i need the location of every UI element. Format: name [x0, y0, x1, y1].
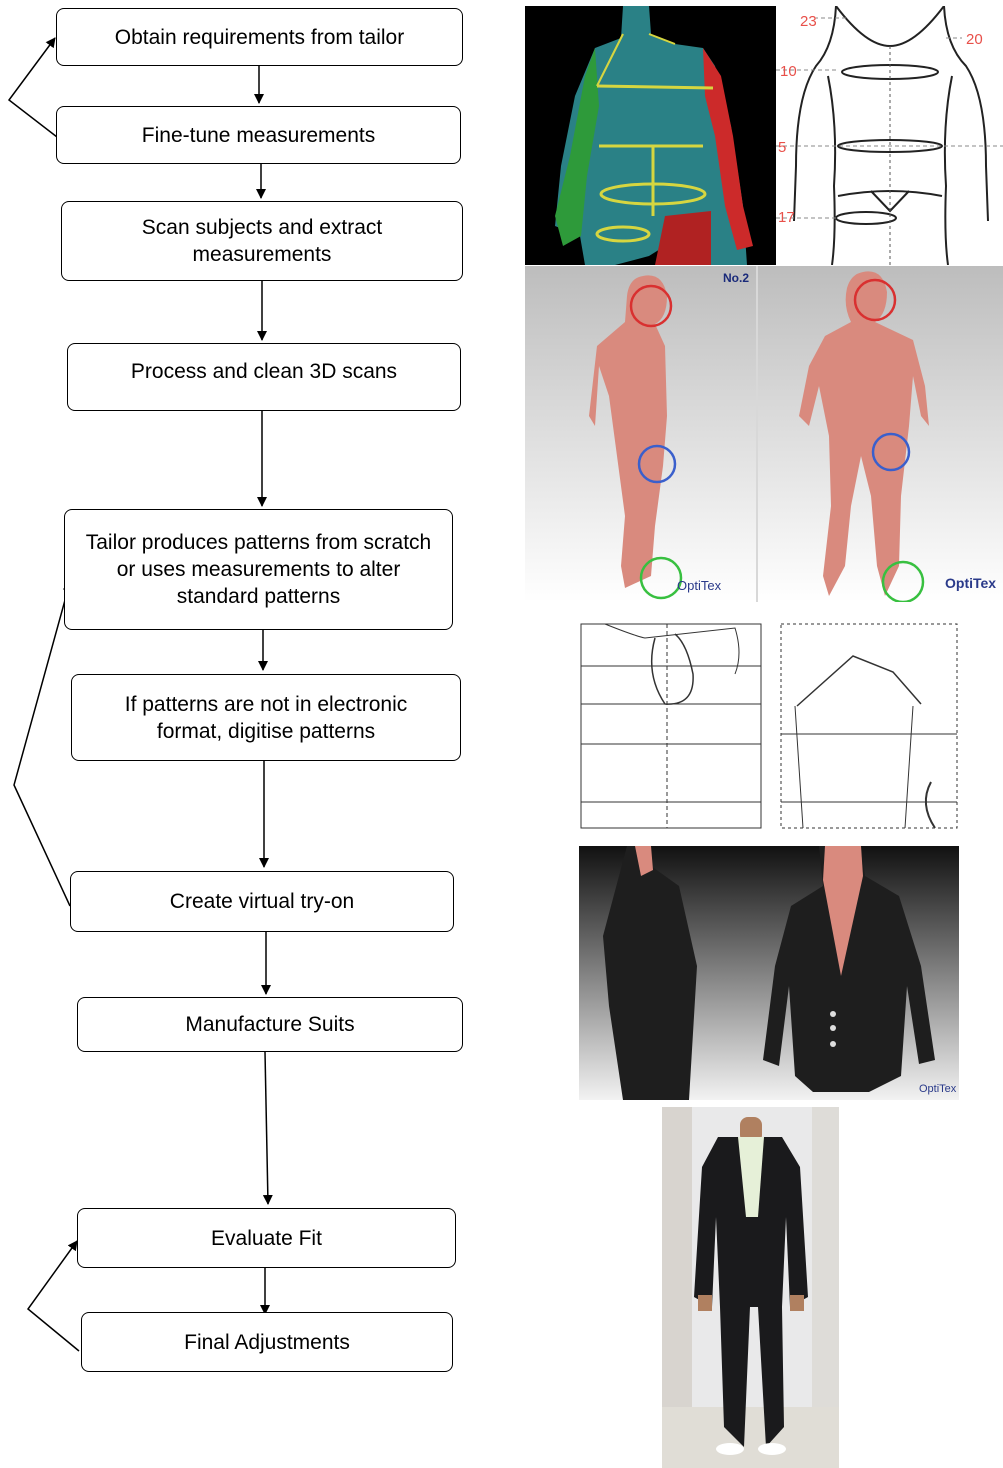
arrow-8-9 [262, 1051, 273, 1205]
pattern-draft-image [575, 614, 960, 836]
chart-label-5: 5 [778, 139, 786, 156]
scan-number-label: No.2 [723, 271, 749, 285]
scan-circle-red-right [853, 278, 897, 322]
jacket-button-2 [830, 1025, 836, 1031]
step-scan-subjects: Scan subjects and extract measurements [61, 201, 463, 281]
step-obtain-requirements: Obtain requirements from tailor [56, 8, 463, 66]
step-label: If patterns are not in electronic format… [124, 692, 408, 743]
step-label: Fine-tune measurements [141, 123, 376, 147]
step-label: Scan subjects and extract measurements [141, 216, 383, 266]
step-tailor-patterns: Tailor produces patterns from scratch or… [64, 509, 453, 630]
scan-circle-green-left [639, 556, 683, 600]
virtual-try-on-image: OptiTex [579, 846, 959, 1100]
scan-circle-blue-right [871, 432, 911, 472]
step-label: Evaluate Fit [211, 1226, 322, 1250]
jacket-button-3 [830, 1041, 836, 1047]
body-measurement-chart: 23 20 10 5 17 [776, 6, 1003, 265]
chart-label-20: 20 [966, 31, 983, 48]
step-manufacture-suits: Manufacture Suits [77, 997, 463, 1052]
brand-logo-left: OptiTex [677, 578, 722, 593]
brand-logo-tryon: OptiTex [919, 1083, 957, 1095]
loop-arrow-finetune-to-obtain [7, 37, 58, 138]
step-label: Process and clean 3D scans [130, 360, 398, 383]
step-fine-tune-measurements: Fine-tune measurements [56, 106, 461, 164]
chart-label-17: 17 [778, 209, 795, 226]
processed-scan-image: No.2 OptiTex OptiTex [525, 266, 1003, 602]
scan-circle-blue-left [637, 444, 677, 484]
finished-suit-photo [662, 1107, 839, 1468]
step-digitise-patterns: If patterns are not in electronic format… [71, 674, 461, 761]
step-final-adjustments: Final Adjustments [81, 1312, 453, 1372]
step-label: Create virtual try-on [169, 890, 355, 913]
body-scan-image [525, 6, 776, 265]
chart-label-23: 23 [800, 13, 817, 30]
loop-arrow-tryon-to-patterns [13, 581, 73, 907]
step-label: Final Adjustments [184, 1330, 350, 1354]
chart-label-10: 10 [780, 63, 797, 80]
step-virtual-try-on: Create virtual try-on [70, 871, 454, 932]
step-label: Obtain requirements from tailor [114, 25, 405, 49]
step-label: Manufacture Suits [185, 1013, 355, 1036]
brand-logo-right: OptiTex [945, 575, 996, 591]
step-label: Tailor produces patterns from scratch or… [85, 531, 432, 608]
jacket-button-1 [830, 1011, 836, 1017]
scan-circle-red-left [629, 284, 673, 328]
scan-circle-green-right [881, 560, 925, 602]
loop-arrow-adjustments-to-fit [26, 1240, 80, 1352]
step-process-3d-scans: Process and clean 3D scans [67, 343, 461, 411]
step-evaluate-fit: Evaluate Fit [77, 1208, 456, 1268]
